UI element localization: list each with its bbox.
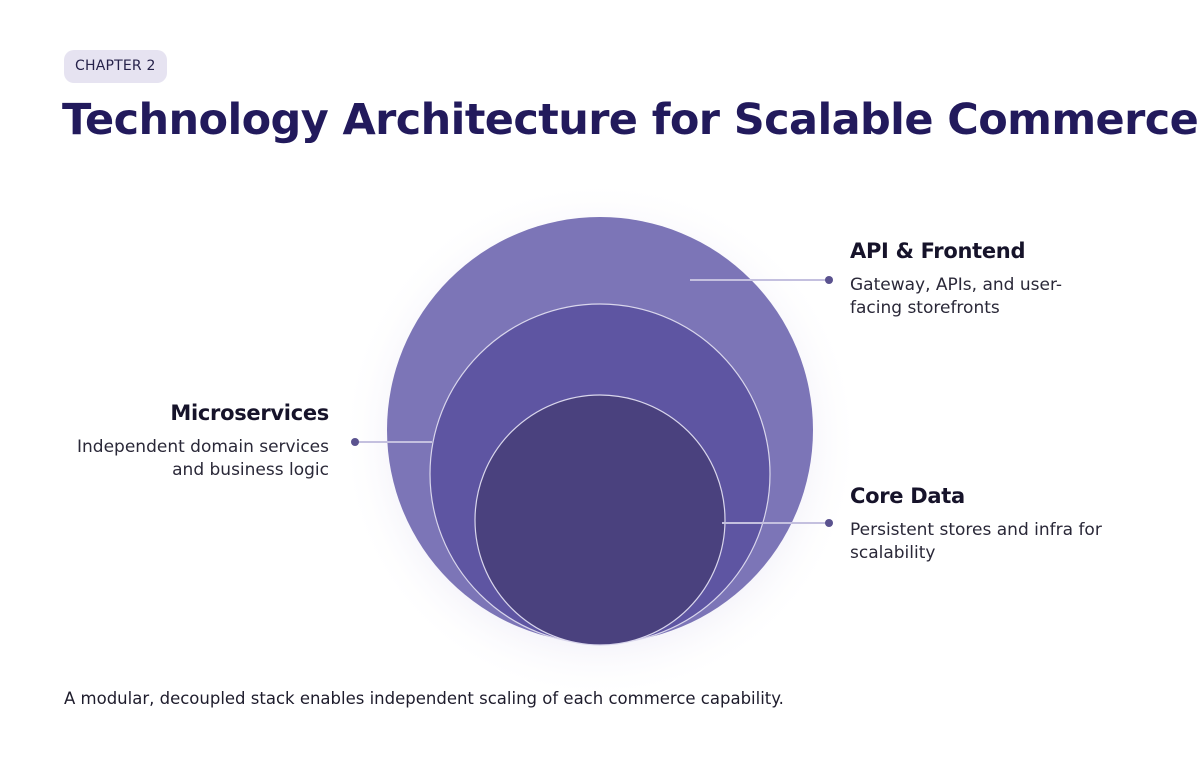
layer-title-core-data: Core Data: [850, 484, 965, 508]
layer-description-microservices: Independent domain services and business…: [77, 437, 329, 480]
connector-dot-microservices: [351, 438, 359, 446]
diagram-caption: A modular, decoupled stack enables indep…: [64, 689, 784, 708]
label-microservices: Microservices Independent domain service…: [49, 400, 329, 482]
label-api-frontend: API & Frontend Gateway, APIs, and user-f…: [850, 238, 1110, 320]
layer-title-api-frontend: API & Frontend: [850, 239, 1026, 263]
chapter-badge: CHAPTER 2: [64, 50, 167, 83]
layer-description-api-frontend: Gateway, APIs, and user-facing storefron…: [850, 275, 1062, 318]
layer-ring-core-data: [474, 394, 726, 646]
page-title: Technology Architecture for Scalable Com…: [62, 95, 1199, 145]
layer-description-core-data: Persistent stores and infra for scalabil…: [850, 520, 1102, 563]
connector-dot-core-data: [825, 519, 833, 527]
connector-dot-api-frontend: [825, 276, 833, 284]
label-core-data: Core Data Persistent stores and infra fo…: [850, 483, 1140, 565]
layer-title-microservices: Microservices: [170, 401, 329, 425]
